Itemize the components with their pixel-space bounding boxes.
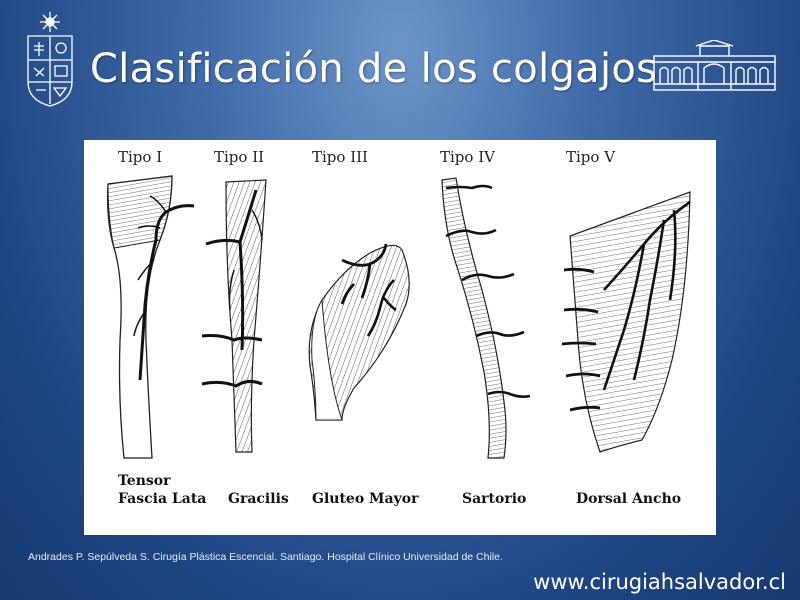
tipo-ii-illustration xyxy=(201,179,267,453)
flap-illustrations xyxy=(106,175,691,459)
tipo-iii-illustration xyxy=(308,243,410,421)
website-text: www.cirugiahsalvador.cl xyxy=(533,570,786,594)
slide-title: Clasificación de los colgajos xyxy=(90,46,658,92)
muscle-label-v: Dorsal Ancho xyxy=(576,491,682,507)
muscle-label-i: Tensor Fascia Lata xyxy=(118,473,207,507)
muscle-label-iii: Gluteo Mayor xyxy=(312,491,419,507)
type-label-i: Tipo I xyxy=(118,148,163,166)
tipo-iv-illustration xyxy=(441,177,531,459)
tipo-i-illustration xyxy=(106,175,195,459)
tipo-v-illustration xyxy=(561,191,691,453)
type-label-iv: Tipo IV xyxy=(440,148,495,166)
flap-classification-figure: Tipo I Tipo II Tipo III Tipo IV Tipo V T… xyxy=(84,140,716,535)
muscle-label-iv: Sartorio xyxy=(462,491,527,507)
hospital-building-icon xyxy=(652,39,777,92)
type-label-ii: Tipo II xyxy=(214,148,265,166)
university-crest-icon xyxy=(22,10,78,108)
muscle-label-ii: Gracilis xyxy=(228,491,289,507)
type-label-iii: Tipo III xyxy=(312,148,368,166)
type-label-v: Tipo V xyxy=(566,148,616,166)
citation-text: Andrades P. Sepúlveda S. Cirugía Plástic… xyxy=(28,551,503,563)
